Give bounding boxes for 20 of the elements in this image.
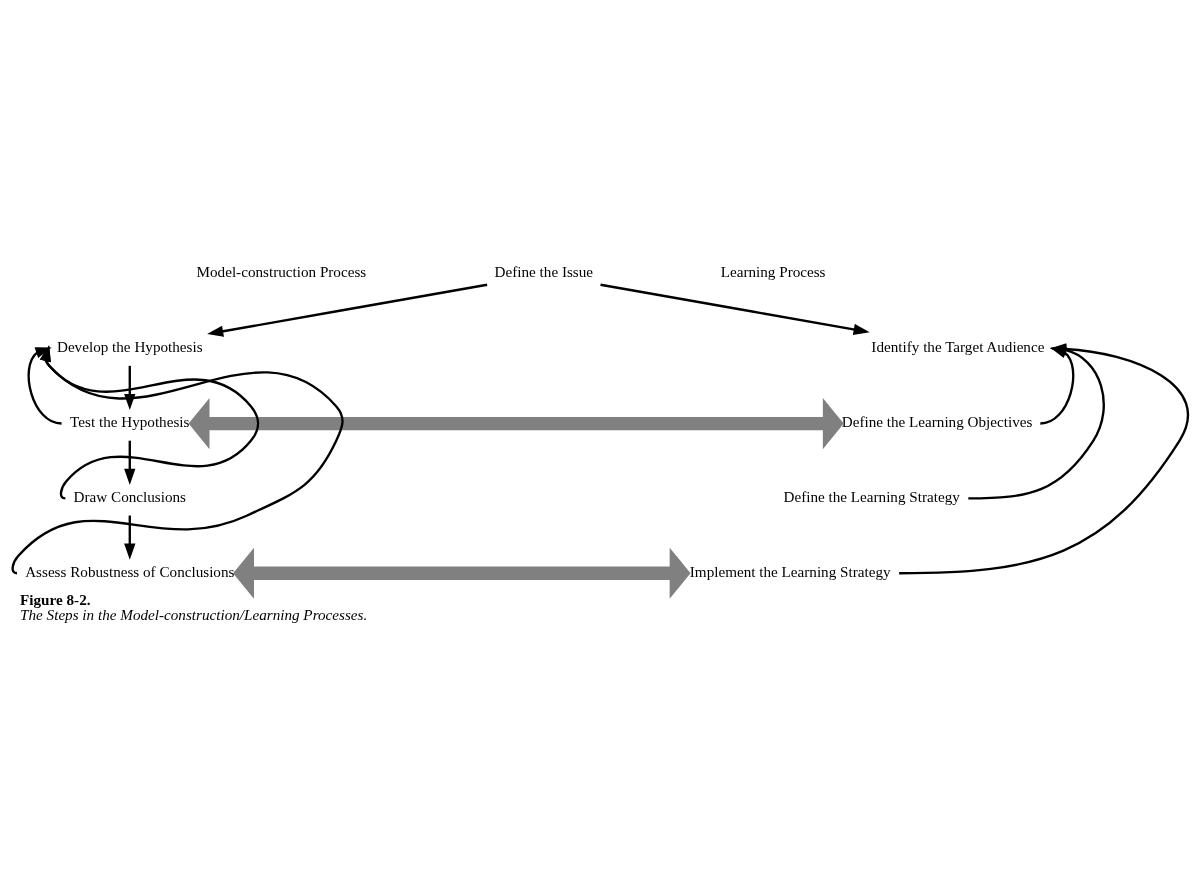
label: Model-construction Process: [196, 262, 367, 280]
arrow: [600, 283, 870, 335]
node-text: Draw Conclusions: [73, 487, 186, 505]
label: Learning Process: [720, 262, 826, 280]
node-text: Identify the Target Audience: [871, 337, 1045, 355]
node-text: Define the Issue: [494, 262, 594, 280]
node-text: Define the Learning Objectives: [841, 412, 1033, 430]
arrow: [124, 515, 136, 560]
arrow: [233, 547, 691, 599]
node-text: Develop the Hypothesis: [56, 337, 203, 355]
arrow: [27, 346, 62, 425]
node-text: Assess Robustness of Conclusions: [25, 562, 235, 580]
node-text: Test the Hypothesis: [70, 412, 190, 430]
node-text: Implement the Learning Strategy: [689, 562, 891, 580]
arrow: [207, 283, 488, 337]
arrow: [124, 440, 136, 485]
arrow: [39, 344, 260, 499]
node-text: Define the Learning Strategy: [783, 487, 960, 505]
diagram-title: Figure 8-2.: [20, 590, 91, 608]
arrow: [188, 397, 844, 449]
